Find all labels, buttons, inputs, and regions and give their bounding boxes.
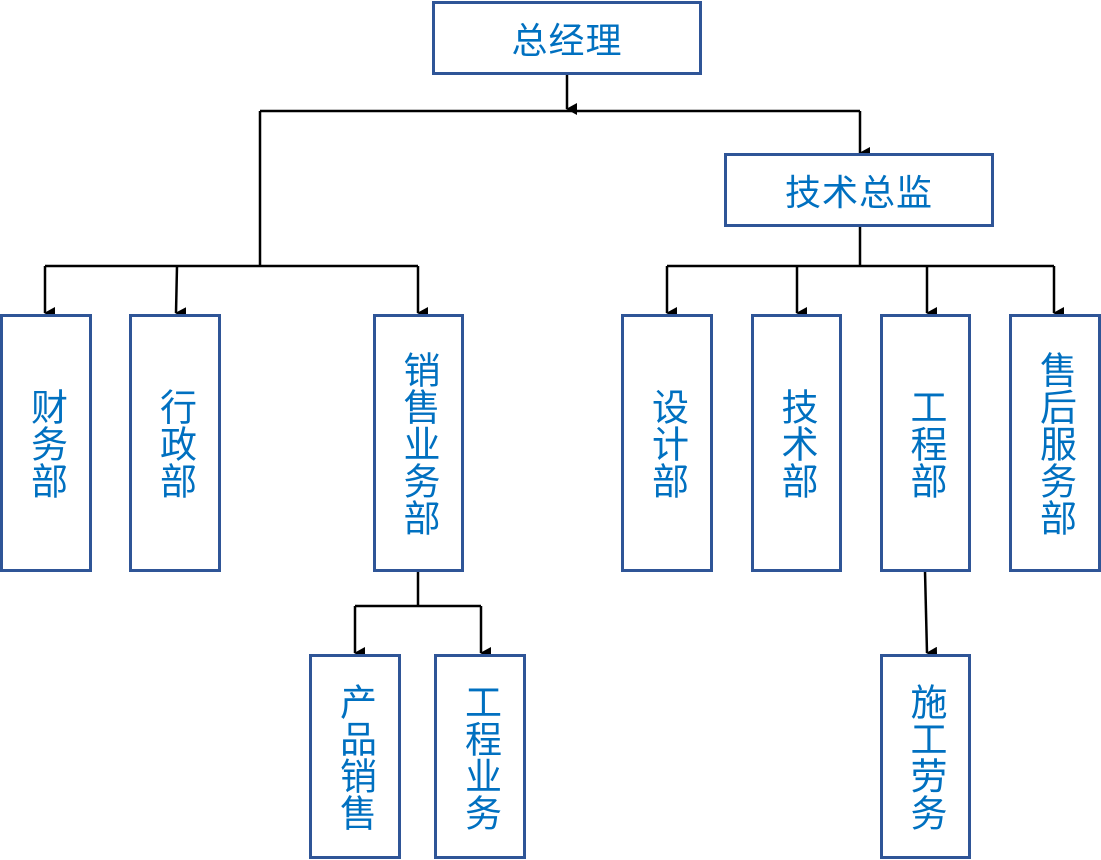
node-finance: 财务部: [0, 314, 92, 572]
node-label: 设计部: [645, 387, 689, 499]
node-general-manager: 总经理: [432, 1, 702, 75]
node-product-sales: 产品销售: [309, 654, 401, 859]
node-label: 产品销售: [333, 682, 377, 831]
connector-to-administration: [174, 265, 187, 320]
node-label: 售后服务部: [1033, 350, 1077, 536]
node-label: 总经理: [511, 21, 623, 62]
node-label: 施工劳务: [904, 682, 947, 831]
node-administration: 行政部: [129, 314, 221, 572]
node-label: 行政部: [153, 387, 197, 499]
node-label: 工程部: [904, 387, 947, 499]
node-construction-labor: 施工劳务: [880, 654, 971, 859]
node-label: 技术总监: [784, 173, 933, 214]
node-technical-director: 技术总监: [724, 153, 994, 227]
node-sales-business: 销售业务部: [373, 314, 464, 572]
connector-to-construction-labor: [923, 570, 938, 659]
node-label: 工程业务: [458, 682, 502, 831]
node-label: 销售业务部: [397, 350, 440, 536]
node-after-sales: 售后服务部: [1009, 314, 1101, 572]
node-technology: 技术部: [751, 314, 842, 572]
node-design: 设计部: [621, 314, 713, 572]
node-label: 财务部: [24, 387, 68, 499]
node-engineering: 工程部: [880, 314, 971, 572]
node-label: 技术部: [775, 387, 818, 499]
node-engineering-business: 工程业务: [434, 654, 526, 859]
